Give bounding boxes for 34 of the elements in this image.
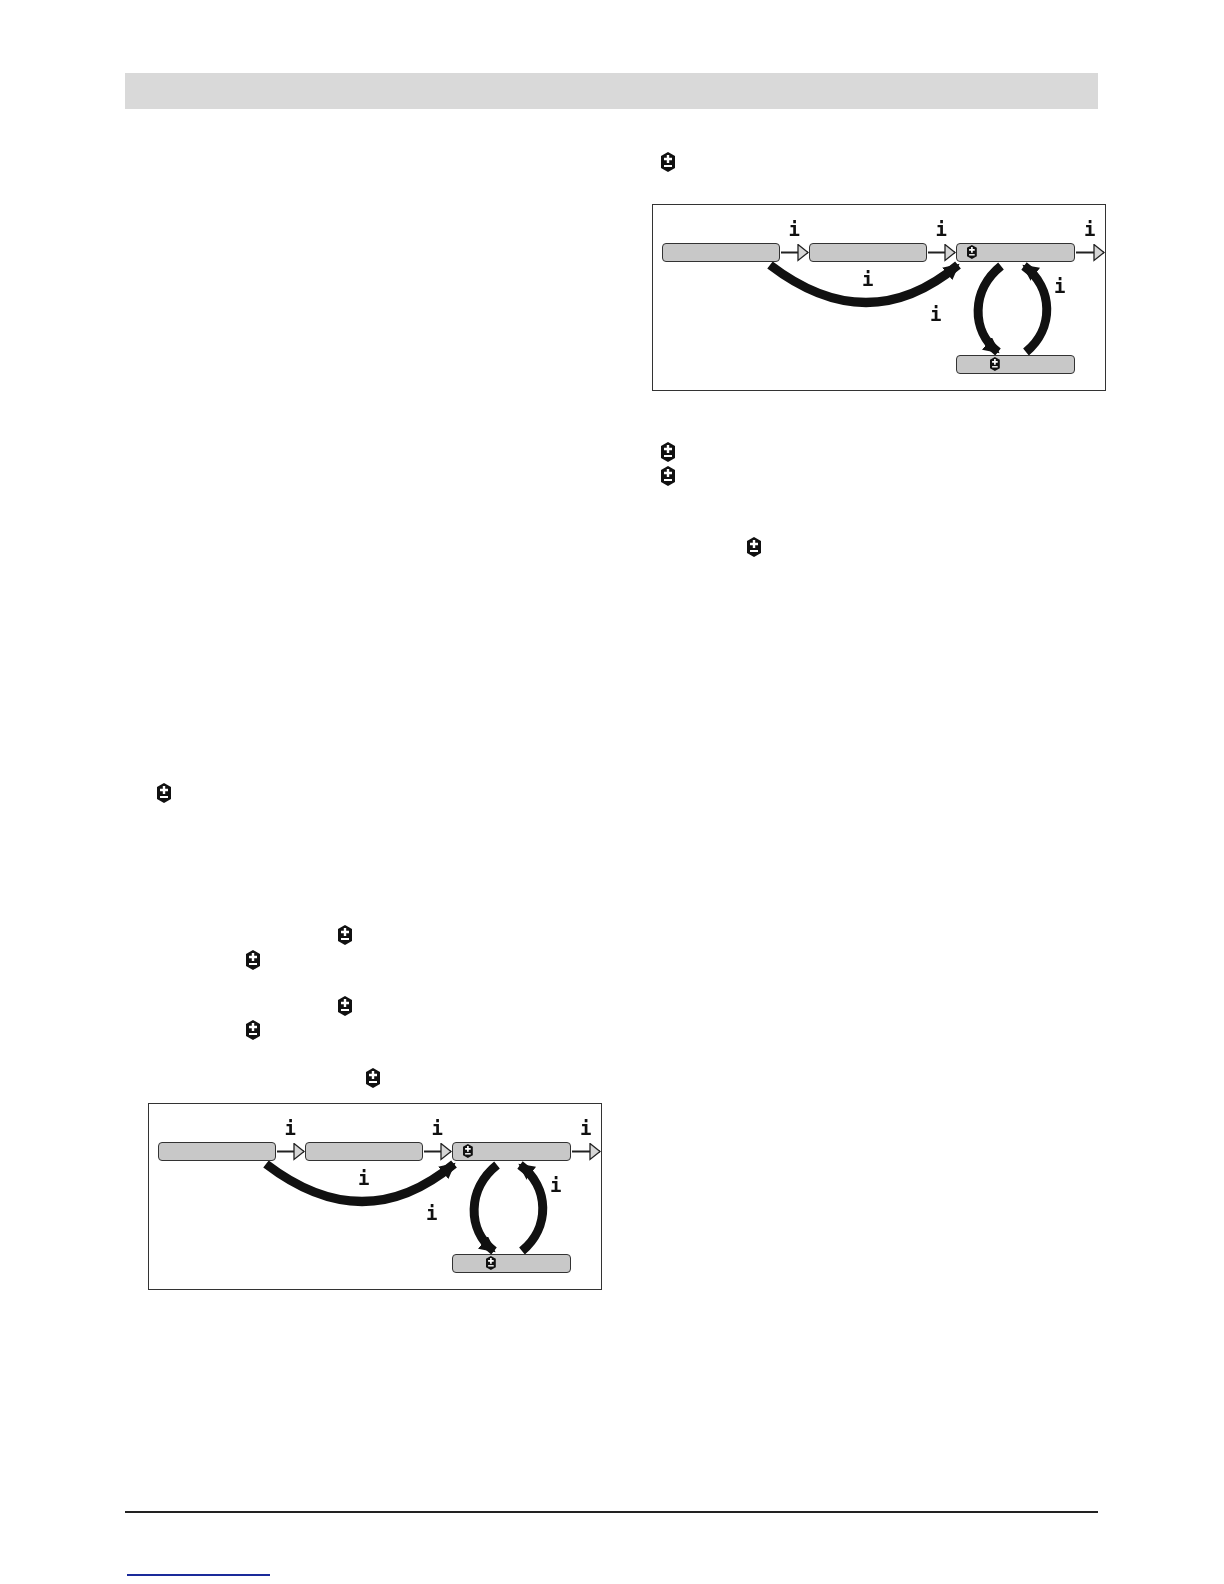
display-bar <box>662 243 780 262</box>
edge-label: i <box>550 1176 562 1195</box>
curved-arrow <box>469 1161 501 1255</box>
display-bar <box>956 243 1075 262</box>
edge-label: i <box>580 1118 592 1138</box>
display-bar <box>809 243 927 262</box>
display-bar <box>158 1142 276 1161</box>
edge-label: i <box>862 270 874 289</box>
arrow <box>423 1142 452 1161</box>
display-bar <box>305 1142 423 1161</box>
diagram-frame <box>652 204 1106 391</box>
edge-label: i <box>788 219 800 239</box>
edge-label: i <box>426 1204 438 1223</box>
arrow <box>571 1142 601 1161</box>
edge-label: i <box>431 1118 443 1138</box>
display-bar <box>452 1254 571 1273</box>
edge-label: i <box>1084 219 1096 239</box>
edge-label: i <box>358 1169 370 1188</box>
edge-label: i <box>284 1118 296 1138</box>
edge-label: i <box>935 219 947 239</box>
curved-arrow <box>263 1160 457 1206</box>
arrow <box>780 243 809 262</box>
display-bar <box>956 355 1075 374</box>
edge-label: i <box>1054 277 1066 296</box>
curved-arrow <box>767 261 961 307</box>
curved-arrow <box>973 262 1005 356</box>
display-bar <box>452 1142 571 1161</box>
edge-label: i <box>930 305 942 324</box>
curved-arrow <box>1021 262 1052 356</box>
arrow <box>927 243 956 262</box>
arrow <box>276 1142 305 1161</box>
diagram-frame <box>148 1103 602 1290</box>
curved-arrow <box>517 1161 548 1255</box>
arrow <box>1075 243 1105 262</box>
